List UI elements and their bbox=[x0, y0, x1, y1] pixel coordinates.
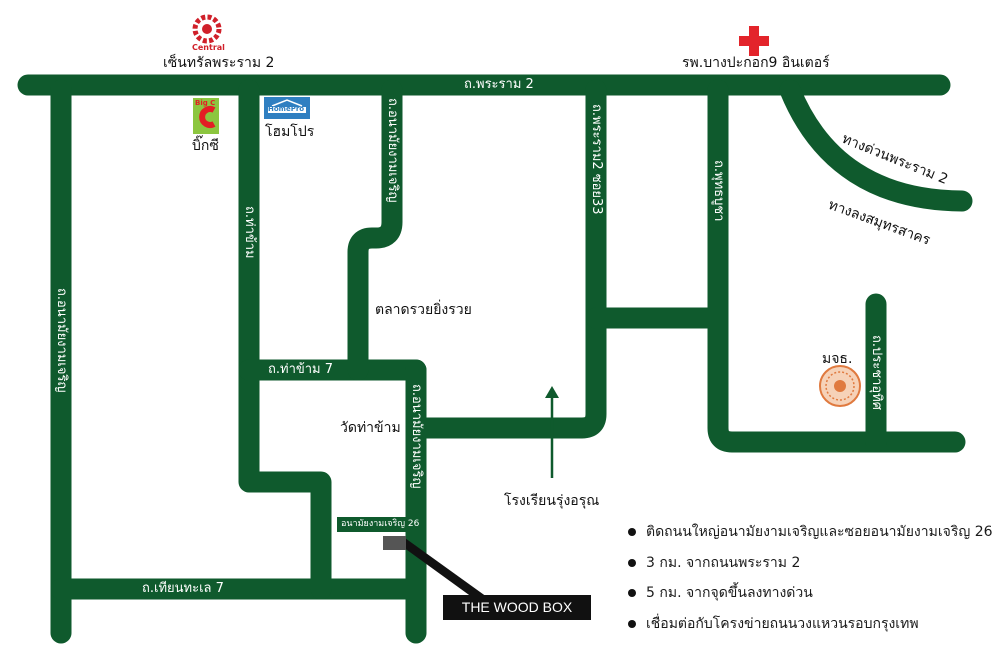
road-phutthabucha bbox=[707, 79, 966, 453]
wood-box-location-marker bbox=[383, 536, 406, 550]
road-pracha-uthit-label: ถ.ประชาอุทิศ bbox=[869, 335, 884, 410]
note-text: 3 กม. จากถนนพระราม 2 bbox=[646, 554, 801, 571]
market-label: ตลาดรวยยิ่งรวย bbox=[375, 302, 472, 318]
road-tientalay7-label: ถ.เทียนทะเล 7 bbox=[142, 581, 224, 596]
bullet-icon bbox=[628, 619, 636, 628]
university-label: มจธ. bbox=[822, 351, 853, 367]
school-label: โรงเรียนรุ่งอรุณ bbox=[504, 493, 600, 509]
bullet-icon bbox=[628, 558, 636, 567]
road-anamai-top-label: ถ.อนามัยงามเจริญ bbox=[385, 98, 400, 203]
school-arrow-head bbox=[545, 386, 559, 398]
road-anamai-left-label: ถ.อนามัยงามเจริญ bbox=[54, 288, 69, 393]
kmutt-seal-icon bbox=[819, 365, 861, 407]
road-anamai-mid-label: ถ.อนามัยงามเจริญ bbox=[409, 384, 424, 489]
temple-label: วัดท่าข้าม bbox=[340, 420, 401, 436]
note-item: 5 กม. จากจุดขึ้นลงทางด่วน bbox=[628, 578, 993, 609]
central-logo-text: Central bbox=[192, 43, 225, 52]
hospital-icon bbox=[739, 26, 769, 56]
road-thakham bbox=[238, 79, 332, 600]
homepro-logo-icon bbox=[264, 97, 310, 119]
hospital-label: รพ.บางปะกอก9 อินเตอร์ bbox=[682, 55, 830, 71]
bullet-icon bbox=[628, 589, 636, 598]
road-thakham7-label: ถ.ท่าข้าม 7 bbox=[268, 362, 334, 377]
bullet-icon bbox=[628, 528, 636, 537]
note-text: ติดถนนใหญ่อนามัยงามเจริญและซอยอนามัยงามเ… bbox=[646, 524, 993, 540]
notes-list: ติดถนนใหญ่อนามัยงามเจริญและซอยอนามัยงามเ… bbox=[628, 517, 993, 639]
note-text: เชื่อมต่อกับโครงข่ายถนนวงแหวนรอบกรุงเทพ bbox=[646, 615, 919, 632]
note-item: 3 กม. จากถนนพระราม 2 bbox=[628, 548, 993, 579]
note-text: 5 กม. จากจุดขึ้นลงทางด่วน bbox=[646, 585, 813, 601]
bigc-label: บิ๊กซี bbox=[192, 138, 219, 154]
homepro-logo-text: HomePro bbox=[268, 105, 305, 113]
pointer-arrow bbox=[396, 538, 487, 600]
bigc-logo-icon bbox=[193, 98, 219, 134]
central-logo-icon bbox=[192, 14, 222, 44]
road-rama2-soi33-label: ถ.พระราม2 ซอย33 bbox=[589, 104, 604, 215]
destination-label: THE WOOD BOX bbox=[443, 595, 591, 620]
road-anamai-top bbox=[347, 79, 403, 381]
road-connector-school bbox=[405, 79, 607, 439]
central-label: เซ็นทรัลพระราม 2 bbox=[163, 55, 275, 71]
road-phutthabucha-label: ถ.พุทธบูชา bbox=[711, 160, 726, 222]
road-expressway bbox=[779, 79, 973, 212]
note-item: ติดถนนใหญ่อนามัยงามเจริญและซอยอนามัยงามเ… bbox=[628, 517, 993, 548]
homepro-label: โฮมโปร bbox=[265, 124, 315, 140]
road-thakham-label: ถ.ท่าข้าม bbox=[242, 206, 257, 259]
bigc-logo-text: Big C bbox=[195, 99, 216, 107]
road-rama2-label: ถ.พระราม 2 bbox=[464, 77, 534, 92]
soi-26-sign: อนามัยงามเจริญ 26 bbox=[337, 517, 424, 532]
note-item: เชื่อมต่อกับโครงข่ายถนนวงแหวนรอบกรุงเทพ bbox=[628, 609, 993, 640]
